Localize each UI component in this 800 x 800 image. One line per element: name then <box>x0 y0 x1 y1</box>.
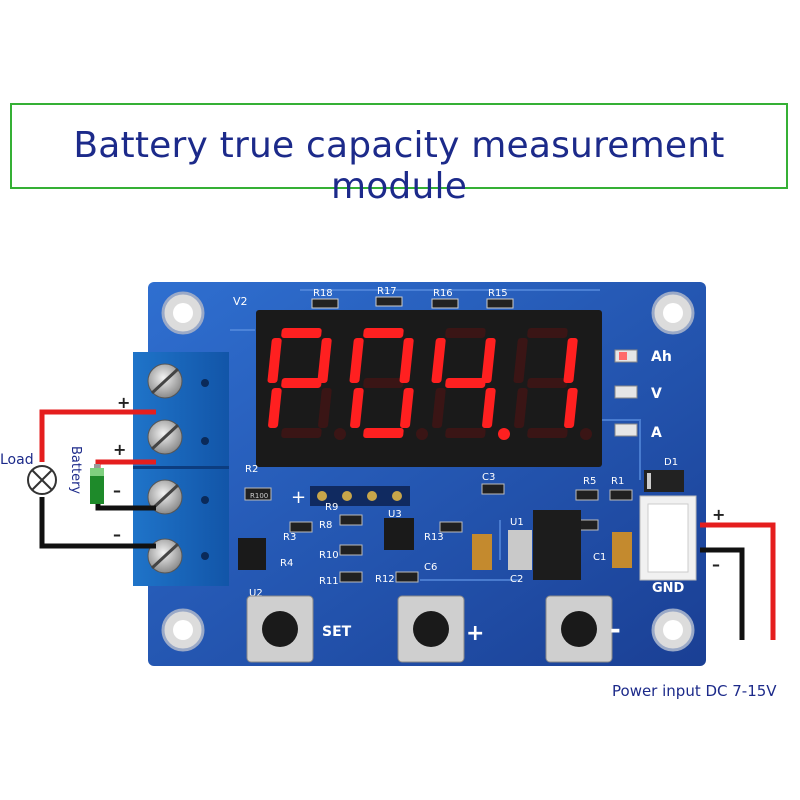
segment-e <box>514 388 528 428</box>
segment-f <box>513 338 528 383</box>
part-label: R8 <box>319 520 332 531</box>
segment-b <box>563 338 578 383</box>
part-label: R12 <box>375 574 395 585</box>
segment-d <box>527 428 568 438</box>
segment-e <box>268 388 282 428</box>
resistor-label: R18 <box>313 288 333 299</box>
part-label: U3 <box>388 509 402 520</box>
load-plus-label: + <box>117 393 130 412</box>
part-label: R2 <box>245 464 258 475</box>
segment-a <box>281 328 322 338</box>
board-version: V2 <box>233 295 248 308</box>
part-label: R1 <box>611 476 624 487</box>
button-set-label: SET <box>322 624 352 640</box>
segment-d <box>445 428 486 438</box>
segment-g <box>363 378 404 388</box>
segment-d <box>363 428 404 438</box>
segment-f <box>431 338 446 383</box>
power-minus-label: – <box>712 555 720 574</box>
load-black-wire <box>39 497 156 549</box>
indicator-leds <box>614 349 638 437</box>
resistor-label: R15 <box>488 288 508 299</box>
segment-e <box>432 388 446 428</box>
part-label: C2 <box>510 574 523 585</box>
decimal-point <box>580 428 592 440</box>
segment-f <box>349 338 364 383</box>
load-label: Load <box>0 452 34 468</box>
indicator-a: A <box>651 425 662 441</box>
part-label: R13 <box>424 532 444 543</box>
resistor-label: R16 <box>433 288 453 299</box>
segment-c <box>400 388 414 428</box>
gnd-label: GND <box>652 581 685 596</box>
button-minus-label: - <box>610 615 621 645</box>
lamp-icon <box>27 465 57 495</box>
power-caption: Power input DC 7-15V <box>612 682 777 700</box>
power-black-wire <box>700 547 745 640</box>
decimal-point <box>416 428 428 440</box>
part-label: R4 <box>280 558 293 569</box>
button-set <box>246 595 314 663</box>
segment-a <box>445 328 486 338</box>
button-minus <box>545 595 613 663</box>
part-label: C3 <box>482 472 495 483</box>
battery-icon <box>90 464 104 504</box>
decimal-point <box>334 428 346 440</box>
part-label: R3 <box>283 532 296 543</box>
title-frame: Battery true capacity measurement module <box>10 103 788 207</box>
part-label: R9 <box>325 502 338 513</box>
load-red-wire <box>39 409 156 462</box>
part-label: C6 <box>424 562 437 573</box>
part-label: R5 <box>583 476 596 487</box>
part-label: U1 <box>510 517 524 528</box>
battery-plus-label: + <box>113 440 126 459</box>
power-plus-label: + <box>712 505 725 524</box>
segment-f <box>267 338 282 383</box>
segment-c <box>482 388 496 428</box>
segment-g <box>281 378 322 388</box>
segment-c <box>564 388 578 428</box>
load-minus-label: – <box>113 525 121 544</box>
segment-a <box>363 328 404 338</box>
part-label: R11 <box>319 576 339 587</box>
resistor-label: R17 <box>377 286 397 297</box>
battery-label: Battery <box>68 446 83 494</box>
indicator-ah: Ah <box>651 349 672 365</box>
button-plus <box>397 595 465 663</box>
segment-g <box>445 378 486 388</box>
header-plus-label: + <box>291 487 306 508</box>
part-label: C1 <box>593 552 606 563</box>
segment-g <box>527 378 568 388</box>
page-title: Battery true capacity measurement module <box>73 125 725 207</box>
button-plus-label: + <box>466 621 484 646</box>
battery-minus-label: – <box>113 481 121 500</box>
segment-e <box>350 388 364 428</box>
part-label: R10 <box>319 550 339 561</box>
power-red-wire <box>700 522 776 640</box>
segment-b <box>317 338 332 383</box>
part-label: U2 <box>249 588 263 599</box>
segment-c <box>318 388 332 428</box>
segment-b <box>481 338 496 383</box>
seven-segment-display <box>256 310 602 467</box>
segment-a <box>527 328 568 338</box>
segment-b <box>399 338 414 383</box>
part-label: R100 <box>250 492 268 500</box>
segment-d <box>281 428 322 438</box>
decimal-point <box>498 428 510 440</box>
indicator-v: V <box>651 386 662 402</box>
display-digits <box>267 328 592 440</box>
diode-label: D1 <box>664 457 678 468</box>
